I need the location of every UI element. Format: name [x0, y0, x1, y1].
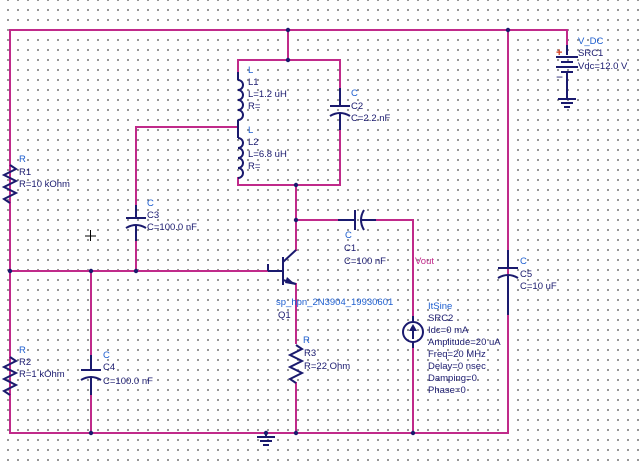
- wires: [9, 29, 568, 434]
- resistor-r3[interactable]: R R3 R=22 Ohm: [287, 335, 350, 384]
- r1-name-label: R1: [19, 167, 31, 178]
- l1-value-label: L=1.2 uH: [248, 89, 287, 100]
- inductor-l2[interactable]: L L2 L=6.8 uH R=: [237, 125, 287, 179]
- r1-value-label: R=10 kOhm: [19, 179, 70, 190]
- c4-name-label: C4: [103, 362, 115, 373]
- r2-type-label: R: [19, 345, 26, 356]
- resistor-r1[interactable]: R R1 R=10 kOhm: [1, 154, 70, 204]
- src2-type-label: ItSine: [428, 301, 452, 312]
- l2-resistance-label: R=: [248, 161, 261, 172]
- inductor-l1[interactable]: L L1 L=1.2 uH R=: [237, 65, 287, 127]
- transistor-q1[interactable]: sp_hpn_2N3904_19930601 Q1: [267, 249, 393, 321]
- src2-idc-label: Idc=0 mA: [428, 325, 469, 336]
- vdc-type-label: V_DC: [578, 36, 603, 47]
- vdc-source-src1[interactable]: + − V_DC SRC1 Vdc=12.0 V: [556, 36, 628, 108]
- c1-name-label: C1: [344, 243, 356, 254]
- l2-name-label: L2: [248, 137, 259, 148]
- capacitor-c1[interactable]: C C1 C=100 nF: [338, 209, 386, 267]
- l1-name-label: L1: [248, 77, 259, 88]
- src2-delay-label: Delay=0 nsec: [428, 361, 486, 372]
- r1-type-label: R: [19, 154, 26, 165]
- src2-name-label: SRC2: [428, 313, 453, 324]
- plus-sign-icon: +: [556, 47, 562, 59]
- capacitor-c4[interactable]: C C4 C=100.0 nF: [80, 350, 153, 395]
- src2-phase-label: Phase=0: [428, 385, 466, 396]
- current-source-src2[interactable]: ItSine SRC2 Idc=0 mA Amplitude=20 uA Fre…: [402, 301, 501, 396]
- vdc-value-label: Vdc=12.0 V: [578, 61, 628, 72]
- r3-name-label: R3: [304, 348, 316, 359]
- l1-resistance-label: R=: [248, 101, 261, 112]
- r3-value-label: R=22 Ohm: [304, 361, 350, 372]
- src2-amplitude-label: Amplitude=20 uA: [428, 337, 501, 348]
- src2-freq-label: Freq=20 MHz: [428, 349, 486, 360]
- r2-name-label: R2: [19, 357, 31, 368]
- src2-damping-label: Damping=0: [428, 373, 477, 384]
- c2-name-label: C2: [351, 101, 363, 112]
- r2-value-label: R=1 kOhm: [19, 369, 65, 380]
- minus-sign-icon: −: [556, 70, 563, 84]
- q1-name-label: Q1: [278, 310, 291, 321]
- c2-type-label: C: [351, 88, 358, 99]
- capacitor-c2[interactable]: C C2 C=2.2 nF: [329, 88, 391, 130]
- wire-c1-right: [375, 219, 414, 319]
- c1-type-label: C: [345, 230, 352, 241]
- capacitor-c3[interactable]: C C3 C=100.0 nF: [125, 198, 197, 241]
- crosshair-cursor-icon: [85, 230, 96, 241]
- l2-value-label: L=6.8 uH: [248, 149, 287, 160]
- c3-name-label: C3: [147, 210, 159, 221]
- c4-type-label: C: [103, 350, 110, 361]
- wire-tank-bottom: [237, 177, 341, 186]
- junction-dots: [7, 27, 511, 436]
- r3-type-label: R: [303, 335, 310, 346]
- c3-value-label: C=100.0 nF: [147, 222, 197, 233]
- capacitor-c5[interactable]: C C5 C=10 uF: [497, 250, 557, 315]
- c5-value-label: C=10 uF: [520, 281, 557, 292]
- ground-icon: [558, 98, 576, 108]
- q1-model-label: sp_hpn_2N3904_19930601: [276, 297, 393, 308]
- c1-value-label: C=100 nF: [344, 256, 386, 267]
- c4-value-label: C=100.0 nF: [103, 376, 153, 387]
- l1-type-label: L: [248, 65, 253, 76]
- c2-value-label: C=2.2 nF: [351, 113, 391, 124]
- l2-type-label: L: [248, 125, 253, 136]
- wire-top-rail: [9, 29, 568, 46]
- emitter-arrow-icon: [285, 277, 296, 285]
- net-label-vout[interactable]: Vout: [415, 256, 434, 267]
- vdc-name-label: SRC1: [578, 48, 603, 59]
- resistor-r2[interactable]: R R2 R=1 kOhm: [1, 345, 65, 396]
- wire-l1-l2-tap: [135, 126, 239, 206]
- c3-type-label: C: [147, 198, 154, 209]
- c5-name-label: C5: [520, 269, 532, 280]
- c5-type-label: C: [520, 256, 527, 267]
